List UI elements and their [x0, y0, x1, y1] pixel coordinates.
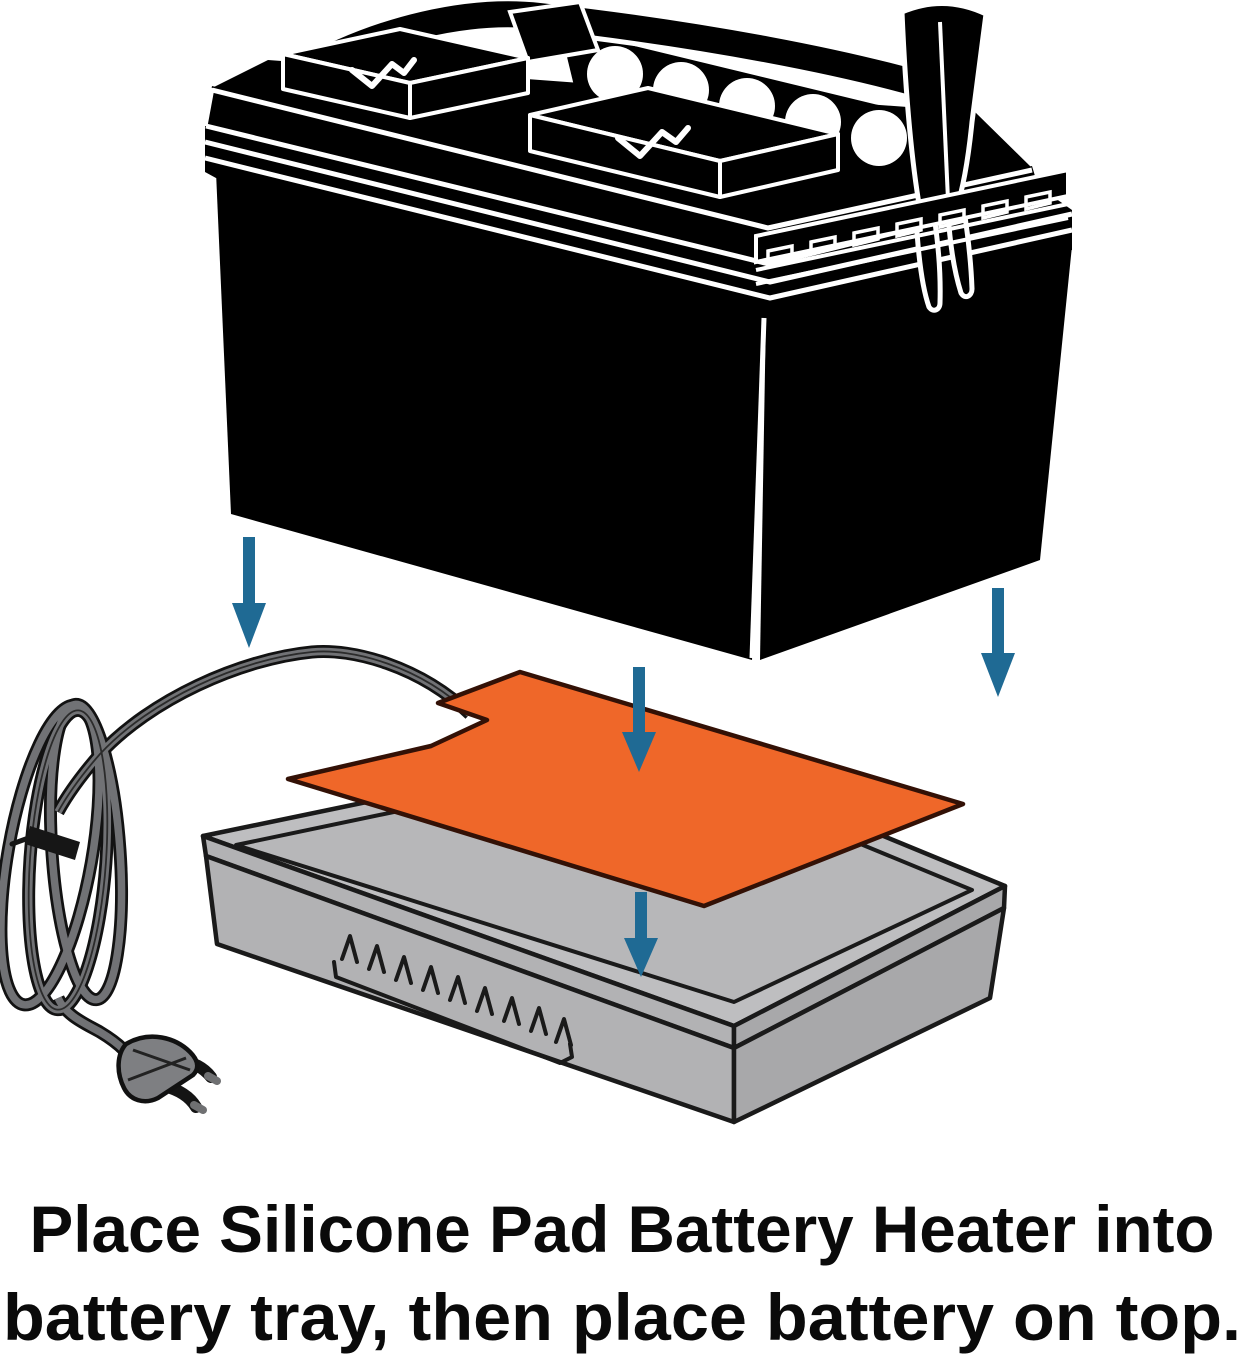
power-cord [0, 644, 475, 1055]
tray-serrated-bracket [332, 934, 574, 1065]
tray-right-face [731, 905, 1007, 1125]
battery-handle-clasp [507, 0, 601, 65]
cord-tie-tail [9, 833, 37, 847]
battery-illustration [202, 0, 1073, 660]
caption-line-1: Place Silicone Pad Battery Heater into [30, 1192, 1215, 1266]
battery-corner-line [749, 317, 767, 659]
cord-loop [46, 700, 126, 1004]
power-plug [116, 1034, 221, 1114]
down-arrow-icon [622, 667, 656, 772]
battery-body-front [216, 172, 766, 660]
battery-vent-cap-1 [281, 27, 530, 120]
down-arrows [232, 537, 1015, 977]
plug-prong-tip [190, 1101, 207, 1114]
cord-exit [54, 996, 127, 1053]
vent-arrow-icon [349, 57, 417, 89]
plug-ridges [127, 1048, 191, 1082]
battery-vent-cap-2 [528, 86, 840, 199]
battery-strap-lines [755, 202, 1069, 286]
cord-seam [27, 709, 109, 1011]
caption-line-2: battery tray, then place battery on top. [3, 1280, 1241, 1354]
cord-seam [57, 650, 471, 813]
battery-strap-slots [766, 189, 1052, 266]
down-arrow-icon [624, 892, 658, 977]
battery-holddown-bracket [899, 1, 989, 313]
down-arrow-icon [232, 537, 266, 648]
plug-prong-tip [204, 1072, 221, 1085]
silicone-pad [285, 669, 966, 909]
vent-arrow-icon [615, 125, 691, 159]
cord-tie [25, 826, 80, 860]
down-arrow-icon [981, 588, 1015, 697]
battery-body-right [760, 246, 1072, 660]
